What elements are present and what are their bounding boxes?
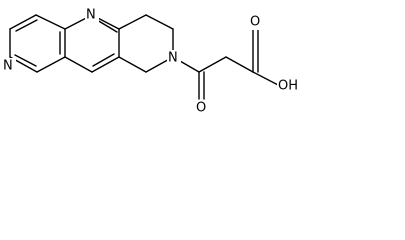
chemical-structure-diagram: N N N O O OH: [2, 7, 301, 116]
atom-label-n-quinoline: N: [85, 7, 99, 23]
svg-text:N: N: [3, 59, 13, 74]
atom-label-o-ketone: O: [195, 100, 209, 116]
svg-text:O: O: [196, 101, 206, 116]
svg-text:O: O: [250, 15, 260, 30]
svg-text:N: N: [86, 8, 96, 23]
svg-text:N: N: [168, 51, 178, 66]
atom-label-n-pyridine: N: [2, 58, 16, 74]
atom-label-o-carbonyl: O: [249, 14, 263, 30]
pyridine-ring: [9, 14, 66, 73]
central-ring: [64, 14, 120, 73]
tetrahydro-ring: [118, 14, 174, 73]
svg-text:OH: OH: [278, 79, 298, 94]
side-chain: [172, 28, 281, 100]
atom-label-n-amide: N: [167, 50, 181, 66]
atom-label-hydroxyl: OH: [277, 78, 301, 94]
